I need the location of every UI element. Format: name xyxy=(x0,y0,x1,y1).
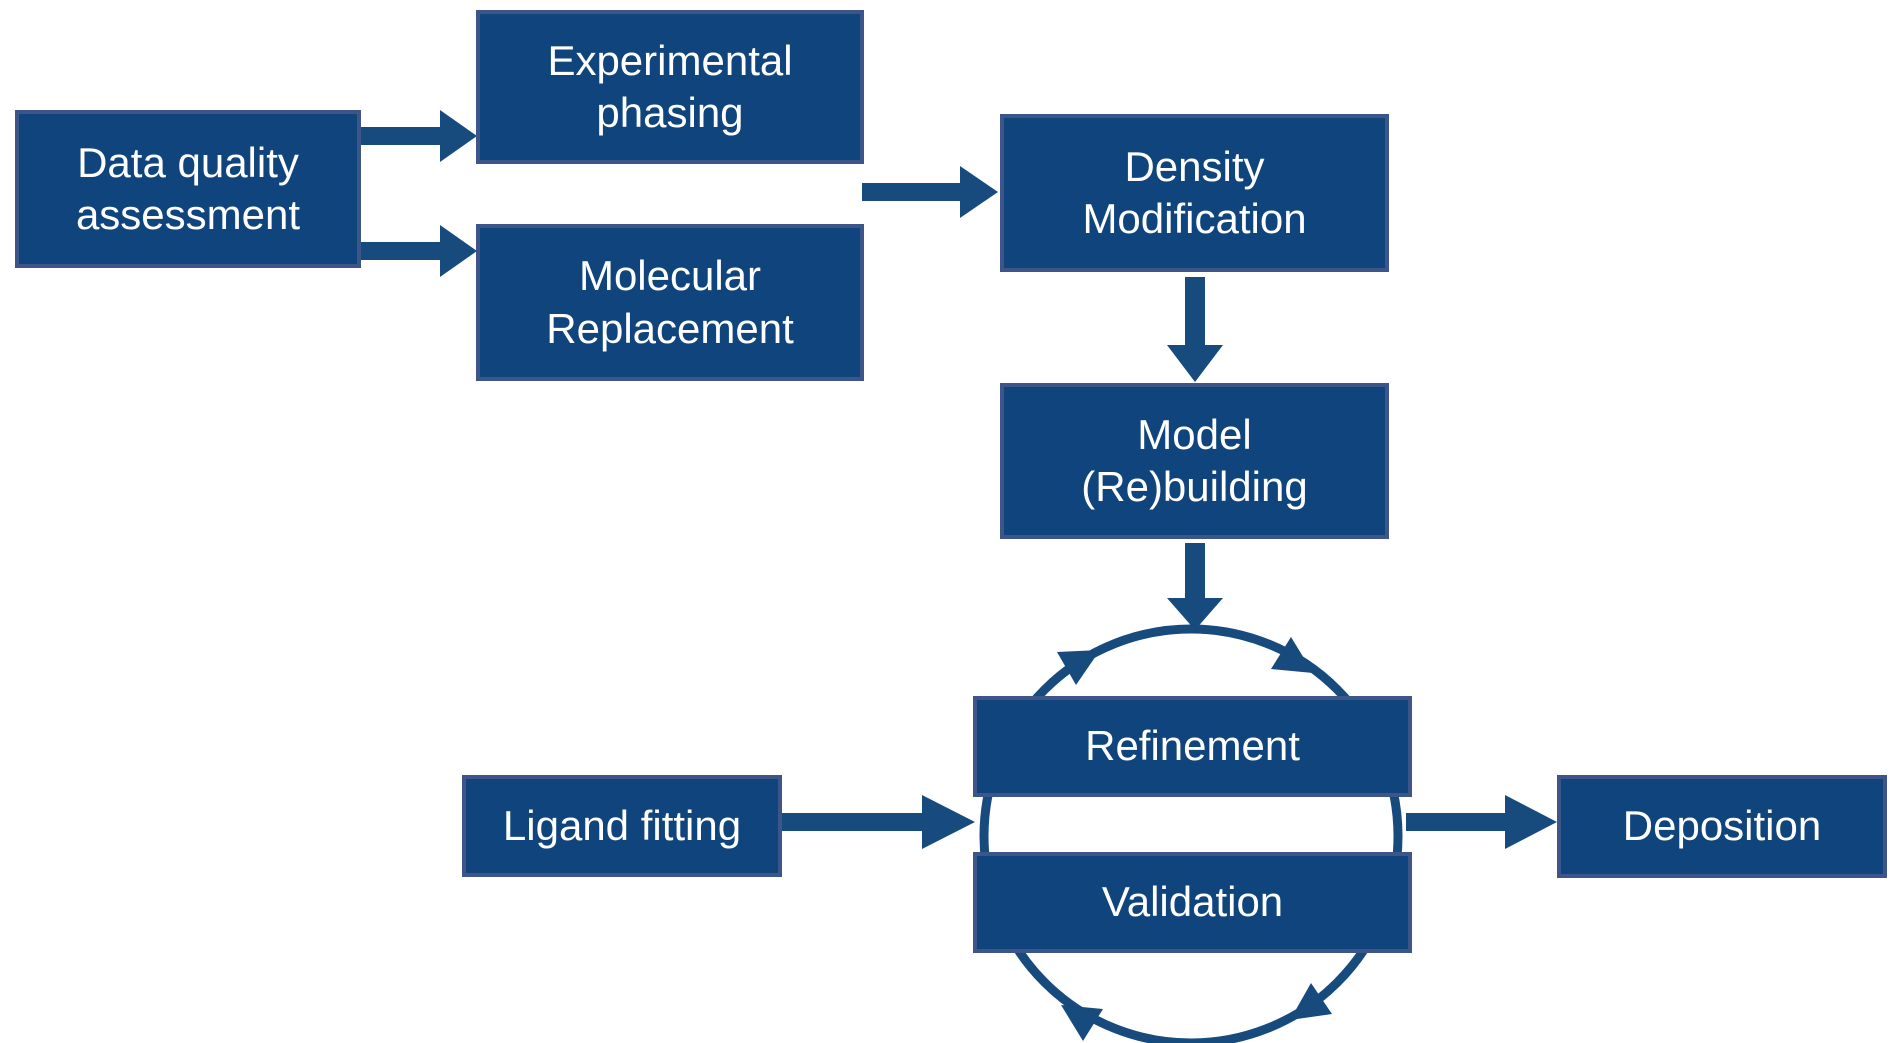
arrow-data-quality-to-molecular-replacement xyxy=(361,225,477,277)
arrow-ligand-fitting-to-cycle xyxy=(782,795,975,849)
arrow-phasing-to-density-modification xyxy=(862,166,998,218)
node-deposition: Deposition xyxy=(1557,775,1887,878)
arrow-data-quality-to-experimental-phasing xyxy=(361,110,477,162)
node-model-rebuilding: Model (Re)building xyxy=(1000,383,1389,539)
arrow-cycle-to-deposition xyxy=(1406,795,1557,849)
cycle-arrowhead-top-left-icon xyxy=(1057,650,1100,685)
arrow-density-modification-to-model-rebuilding xyxy=(1167,277,1223,382)
node-data-quality-assessment: Data quality assessment xyxy=(15,110,361,268)
node-density-modification: Density Modification xyxy=(1000,114,1389,272)
cycle-arrowhead-top-right-icon xyxy=(1271,637,1313,673)
node-ligand-fitting: Ligand fitting xyxy=(462,775,782,877)
node-experimental-phasing: Experimental phasing xyxy=(476,10,864,164)
node-refinement: Refinement xyxy=(973,696,1412,797)
cycle-arrowhead-bottom-right-icon xyxy=(1290,983,1332,1020)
arrow-model-rebuilding-to-cycle xyxy=(1167,543,1223,630)
node-molecular-replacement: Molecular Replacement xyxy=(476,224,864,381)
cycle-arrowhead-bottom-left-icon xyxy=(1061,1005,1103,1041)
node-validation: Validation xyxy=(973,852,1412,953)
refinement-validation-cycle-circle xyxy=(979,624,1403,1043)
